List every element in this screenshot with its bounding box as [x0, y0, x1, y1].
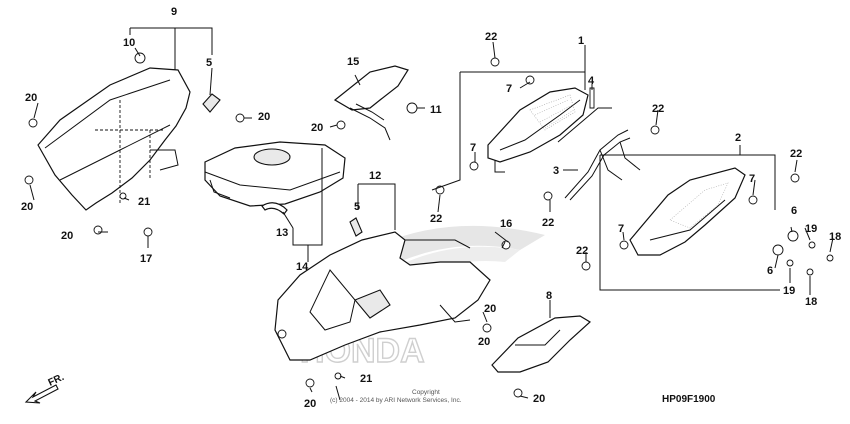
label-22: 22	[542, 217, 554, 229]
left-shroud-assembly[interactable]	[24, 52, 221, 237]
svg-text:Copyright: Copyright	[412, 389, 440, 396]
part-number-labels: 9 10 5 20 20 20 21 17 20 15 11 20 13 14 …	[21, 6, 841, 410]
label-15: 15	[347, 56, 359, 68]
heat-guard-1[interactable]	[435, 57, 660, 195]
label-21: 21	[360, 373, 372, 385]
label-20: 20	[61, 230, 73, 242]
label-16: 16	[500, 218, 512, 230]
label-19: 19	[783, 285, 795, 297]
label-7: 7	[749, 173, 755, 185]
label-14: 14	[296, 261, 309, 273]
label-3: 3	[553, 165, 559, 177]
label-17: 17	[140, 253, 152, 265]
copyright-notice: Copyright (c) 2004 - 2014 by ARI Network…	[330, 389, 462, 404]
label-6: 6	[767, 265, 773, 277]
label-20: 20	[311, 122, 323, 134]
label-18: 18	[829, 231, 841, 243]
label-6: 6	[791, 205, 797, 217]
label-5: 5	[354, 201, 360, 213]
label-21: 21	[138, 196, 150, 208]
label-7: 7	[470, 142, 476, 154]
bracket-15[interactable]	[333, 65, 418, 141]
perforation-pattern	[669, 182, 729, 229]
label-4: 4	[588, 75, 595, 87]
label-18: 18	[805, 296, 817, 308]
label-22: 22	[790, 148, 802, 160]
side-cover-12[interactable]	[274, 217, 511, 388]
label-7: 7	[618, 223, 624, 235]
svg-text:(c) 2004 - 2014 by ARI Network: (c) 2004 - 2014 by ARI Network Services,…	[330, 397, 462, 404]
label-20: 20	[25, 92, 37, 104]
label-20: 20	[478, 336, 490, 348]
front-label: FR.	[47, 372, 66, 389]
label-9: 9	[171, 6, 177, 18]
label-11: 11	[430, 104, 442, 116]
bracket-3[interactable]	[543, 129, 641, 201]
label-19: 19	[805, 223, 817, 235]
label-22: 22	[576, 245, 588, 257]
label-22: 22	[430, 213, 442, 225]
cover-8[interactable]	[491, 315, 592, 398]
label-22: 22	[652, 103, 664, 115]
muffler-guard-2[interactable]	[581, 167, 834, 276]
label-8: 8	[546, 290, 552, 302]
label-1: 1	[578, 35, 584, 47]
label-20: 20	[258, 111, 270, 123]
leader-lines	[29, 27, 834, 401]
label-22: 22	[485, 31, 497, 43]
label-20: 20	[484, 303, 496, 315]
label-5: 5	[206, 57, 212, 69]
label-10: 10	[123, 37, 135, 49]
label-20: 20	[21, 201, 33, 213]
center-tank-cover[interactable]	[204, 113, 346, 215]
diagram-code: HP09F1900	[662, 394, 716, 405]
label-20: 20	[533, 393, 545, 405]
front-arrow-icon: FR.	[24, 372, 66, 404]
label-7: 7	[506, 83, 512, 95]
perforation-pattern	[529, 94, 576, 131]
label-13: 13	[276, 227, 288, 239]
label-20: 20	[304, 398, 316, 410]
label-12: 12	[369, 170, 381, 182]
label-2: 2	[735, 132, 741, 144]
